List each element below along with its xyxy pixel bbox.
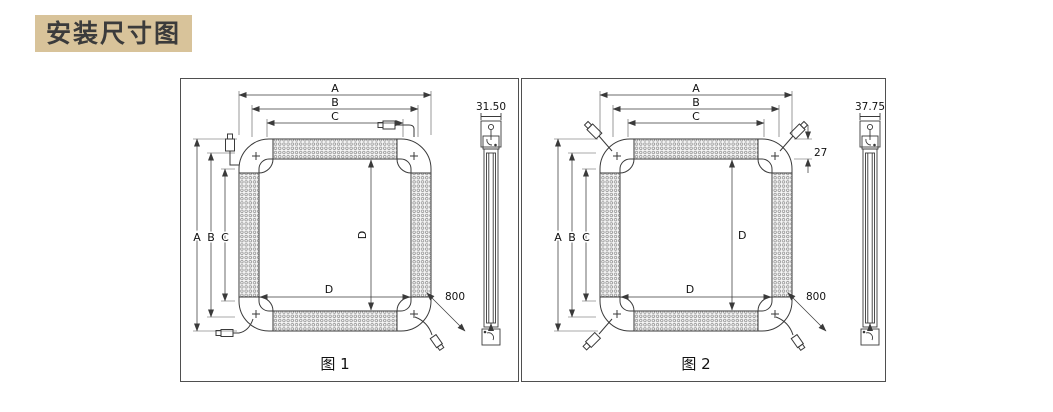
profile-width-dim-label: 31.50 (476, 101, 506, 113)
frame-strip-left (238, 172, 260, 298)
dim-inner-horizontal-d: D (620, 282, 772, 300)
cable-connector-top-right (377, 120, 415, 137)
dim-left-c: C (581, 168, 596, 302)
dim-cable-800: 800 (426, 290, 467, 332)
dim-label: D (356, 231, 369, 239)
dim-left-a: A (192, 138, 237, 332)
dim-label: D (686, 283, 694, 296)
dim-label: A (331, 82, 339, 95)
figure-2-panel: A B C A (521, 78, 886, 382)
dim-label: C (221, 231, 229, 244)
dim-top-a: A (238, 82, 432, 135)
figure-2-front-group: A B C A (553, 82, 828, 373)
dim-label: B (331, 96, 339, 109)
frame-inner-edge (258, 158, 412, 312)
profile-width-dim-label: 37.75 (855, 101, 885, 113)
cables (582, 120, 809, 352)
dim-label: B (207, 231, 215, 244)
dim-label: A (554, 231, 562, 244)
corner-screws (252, 152, 418, 318)
dim-top-a: A (599, 82, 793, 135)
dim-label: A (193, 231, 201, 244)
dim-label: C (331, 110, 339, 123)
frame-strip-top (272, 138, 398, 160)
dim-label: 27 (814, 147, 827, 159)
dim-label: C (692, 110, 700, 123)
frame-strip-right (771, 172, 793, 298)
figure-1-drawing: A B C A (192, 82, 506, 373)
frame-outer-edge (599, 138, 793, 332)
diagram-panels: A B C A (180, 78, 886, 382)
cable-connector-bottom-right (775, 316, 806, 352)
frame-strip-top (633, 138, 759, 160)
dim-label: B (568, 231, 576, 244)
cable-connector-bottom-left (215, 318, 254, 337)
dim-label: C (582, 231, 590, 244)
corner-joint-lines (600, 139, 792, 331)
dim-left-b: B (567, 152, 596, 318)
dimensions: A B C A (192, 82, 467, 332)
cables (215, 120, 445, 352)
side-view: 31.50 (476, 101, 506, 345)
frame-strip-left (599, 172, 621, 298)
figure-label: 图 1 (320, 355, 349, 373)
dim-label: 800 (806, 291, 826, 303)
dim-top-b: B (251, 96, 419, 137)
frame-outer-edge (238, 138, 432, 332)
dim-label: D (738, 229, 746, 242)
dim-inner-vertical-d: D (729, 159, 748, 311)
dim-top-b: B (612, 96, 780, 137)
dim-cable-800: 800 (787, 290, 828, 332)
figure-2-drawing: A B C A (553, 82, 885, 373)
frame-front-view (238, 138, 432, 332)
dim-left-c: C (220, 168, 235, 302)
side-view: 37.75 (855, 101, 885, 345)
dim-label: 800 (445, 291, 465, 303)
corner-joint-lines (239, 139, 431, 331)
dim-strip-27: 27 (794, 125, 827, 173)
frame-front-view (599, 138, 793, 332)
dim-inner-horizontal-d: D (259, 282, 411, 300)
cable-connector-bottom-right (414, 316, 445, 352)
frame-strip-right (410, 172, 432, 298)
frame-strip-bottom (272, 310, 398, 332)
corner-screws (613, 152, 779, 318)
page-title: 安装尺寸图 (35, 15, 193, 53)
cable-connector-top-left (583, 120, 613, 152)
cable-connector-top-right (779, 120, 809, 152)
dim-label: A (692, 82, 700, 95)
dim-top-c: C (627, 110, 765, 137)
corner-inner-arcs (258, 158, 412, 312)
cable-connector-top-left (225, 133, 239, 166)
corner-inner-arcs (619, 158, 773, 312)
figure-label: 图 2 (681, 355, 710, 373)
frame-inner-edge (619, 158, 773, 312)
frame-strip-bottom (633, 310, 759, 332)
dim-label: D (325, 283, 333, 296)
cable-connector-bottom-left (582, 318, 613, 351)
dimensions: A B C A (553, 82, 828, 332)
dim-inner-vertical-d: D (355, 159, 374, 311)
dim-label: B (692, 96, 700, 109)
figure-1-panel: A B C A (180, 78, 519, 382)
dim-left-a: A (553, 138, 598, 332)
